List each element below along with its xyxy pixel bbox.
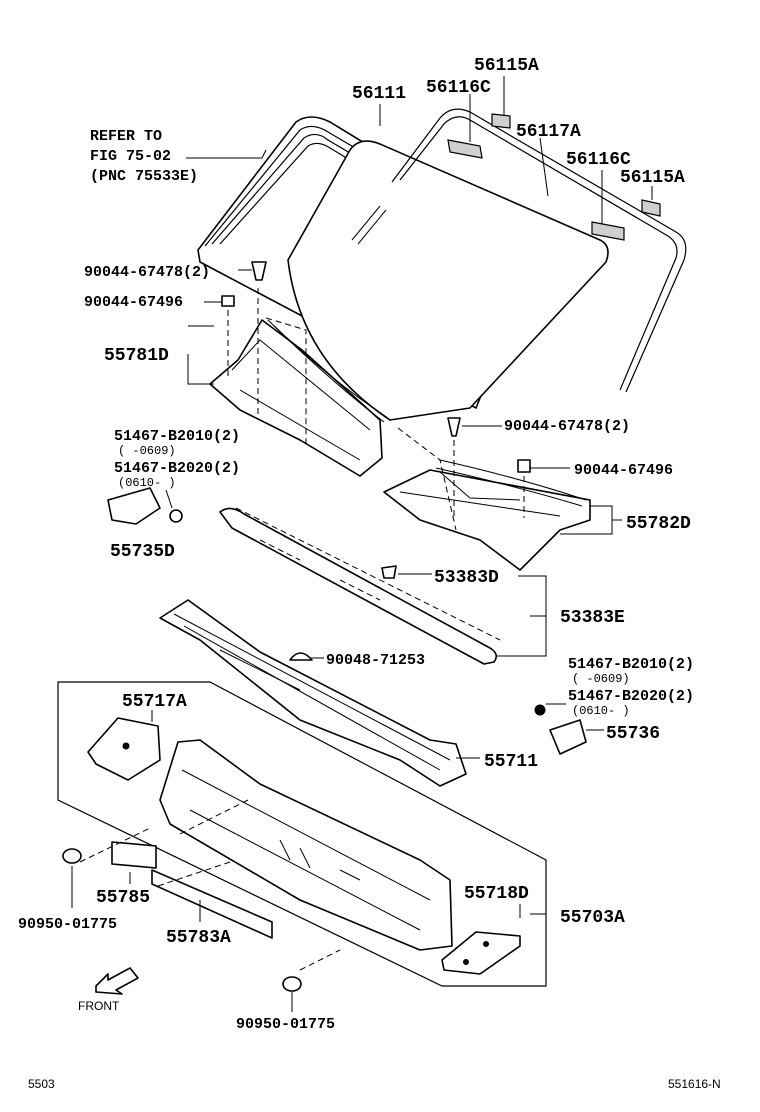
moulding-56117A: [391, 108, 687, 393]
hood-seal: [219, 507, 501, 665]
plug-90950-01775-a: [62, 848, 82, 864]
clip-56115A-top: [491, 113, 511, 129]
brackets: [87, 717, 521, 975]
bracket-55736: [549, 719, 587, 755]
label-0609-b: ( -0609): [572, 672, 630, 686]
cowl-louver-right: [383, 459, 591, 571]
front-label: FRONT: [78, 999, 120, 1013]
label-56115A-top: 56115A: [474, 56, 539, 76]
label-51467-B2020-b: 51467-B2020(2): [568, 688, 694, 705]
label-51467-B2010-b: 51467-B2010(2): [568, 656, 694, 673]
label-0610-a: (0610- ): [118, 476, 176, 490]
label-55785: 55785: [96, 888, 150, 908]
clip-90048-71253: [289, 652, 313, 661]
clip-90044-67496-b: [517, 459, 531, 473]
label-0609-a: ( -0609): [118, 444, 176, 458]
clip-53383D: [381, 565, 397, 579]
cowl-panel: [159, 599, 467, 787]
leader-lines: [71, 76, 653, 1012]
label-55717A: 55717A: [122, 692, 187, 712]
label-53383D: 53383D: [434, 568, 499, 588]
footer-page-code: 5503: [28, 1077, 55, 1091]
label-55711: 55711: [484, 752, 538, 772]
windshield-glass: [197, 116, 609, 421]
label-90044-67478-a: 90044-67478(2): [84, 264, 210, 281]
bracket-55718D: [441, 931, 521, 975]
assembly-lines: [79, 288, 525, 971]
clip-90044-67478-a: [251, 261, 267, 281]
label-55718D: 55718D: [464, 884, 529, 904]
cowl-louver-left: [209, 319, 389, 477]
clip-56116C-right: [591, 221, 625, 241]
refer-note-line2: FIG 75-02: [90, 148, 171, 165]
clip-56116C-top: [447, 139, 483, 159]
label-51467-B2010-a: 51467-B2010(2): [114, 428, 240, 445]
label-56111: 56111: [352, 84, 406, 104]
label-55735D: 55735D: [110, 542, 175, 562]
label-51467-B2020-a: 51467-B2020(2): [114, 460, 240, 477]
label-53383E: 53383E: [560, 608, 625, 628]
refer-note-line3: (PNC 75533E): [90, 168, 198, 185]
seal-55783A: [151, 869, 273, 939]
label-90044-67478-b: 90044-67478(2): [504, 418, 630, 435]
label-90044-67496-b: 90044-67496: [574, 462, 673, 479]
front-arrow-icon: [95, 967, 139, 995]
label-55703A: 55703A: [560, 908, 625, 928]
side-brackets: [107, 487, 587, 755]
label-55783A: 55783A: [166, 928, 231, 948]
label-56116C-top: 56116C: [426, 78, 491, 98]
footer-figure-code: 551616-N: [668, 1077, 721, 1091]
label-55782D: 55782D: [626, 514, 691, 534]
clip-90044-67496-a: [221, 295, 235, 307]
label-55736: 55736: [606, 724, 660, 744]
plug-90950-01775-b: [282, 976, 302, 992]
label-56116C-right: 56116C: [566, 150, 631, 170]
seal-55785: [111, 841, 157, 869]
label-0610-b: (0610- ): [572, 704, 630, 718]
moulding-clips: [447, 113, 661, 241]
label-55781D: 55781D: [104, 346, 169, 366]
bracket-55717A: [87, 717, 161, 781]
clip-56115A-right: [641, 199, 661, 217]
label-90950-01775-b: 90950-01775: [236, 1016, 335, 1033]
refer-note-line1: REFER TO: [90, 128, 162, 145]
label-90048-71253: 90048-71253: [326, 652, 425, 669]
label-56115A-right: 56115A: [620, 168, 685, 188]
label-90950-01775-a: 90950-01775: [18, 916, 117, 933]
cowl-dash-panel: [57, 681, 547, 987]
fasteners: [62, 261, 531, 992]
bracket-55735D: [107, 487, 161, 525]
clip-90044-67478-b: [447, 417, 461, 437]
label-90044-67496-a: 90044-67496: [84, 294, 183, 311]
label-56117A: 56117A: [516, 122, 581, 142]
cowl-seals: [111, 841, 273, 939]
